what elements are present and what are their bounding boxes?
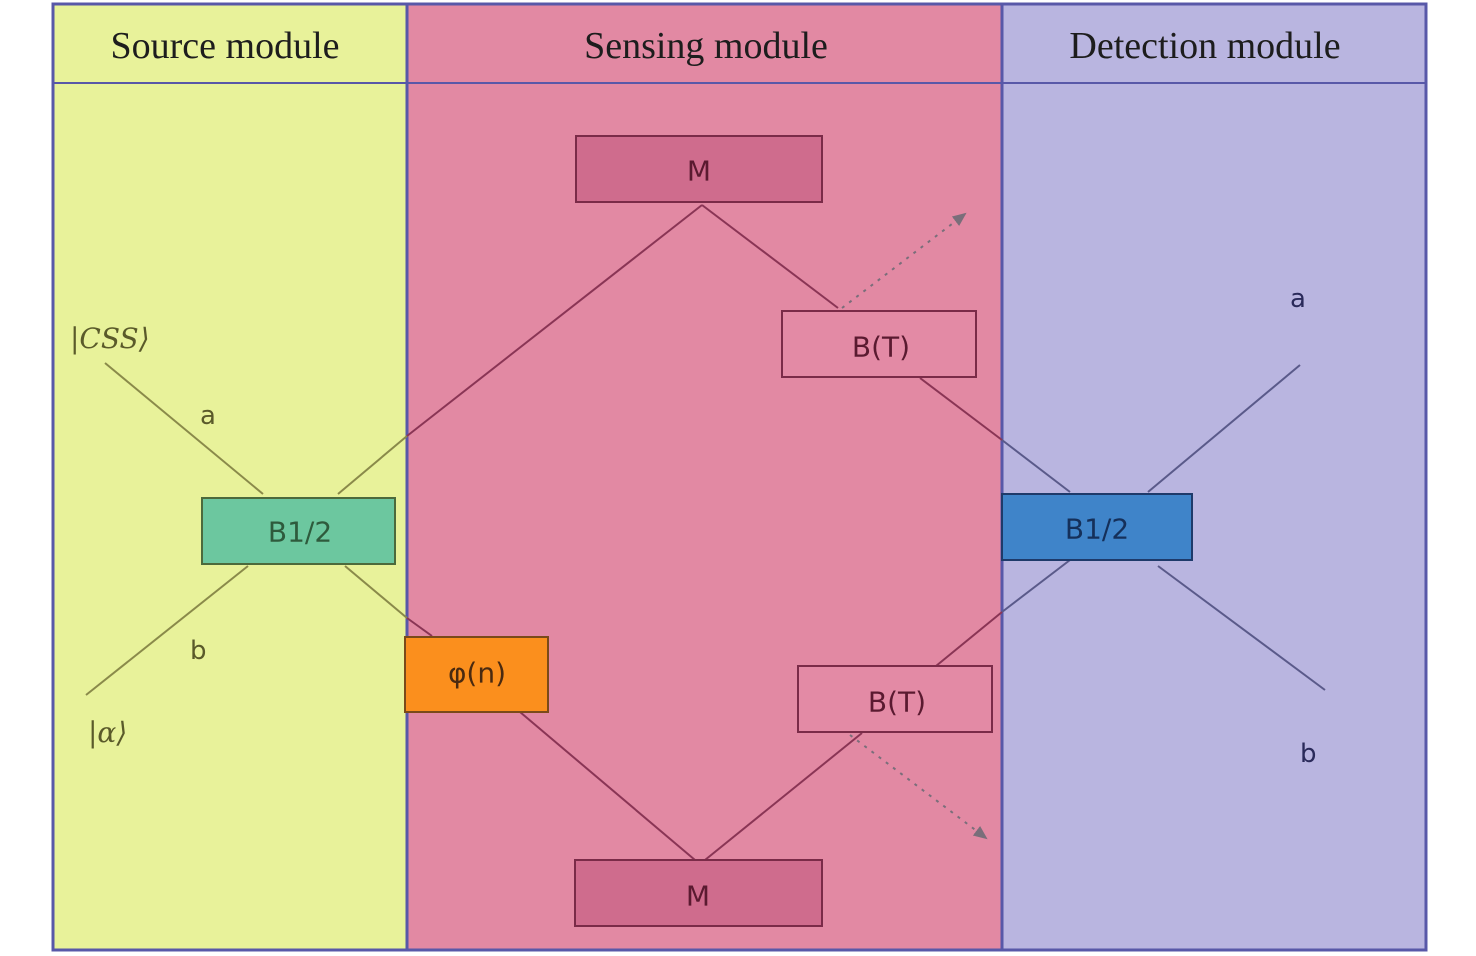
- upper-arm-detection: [1001, 439, 1071, 493]
- upper-arm-to-mirror: [406, 204, 703, 437]
- source-beamsplitter-label: B1/2: [268, 516, 332, 549]
- loss-element-top: B(T): [781, 310, 977, 378]
- mirror-bottom-label: M: [686, 880, 710, 913]
- source-port-a: a: [200, 401, 216, 431]
- sensing-module-title: Sensing module: [584, 25, 828, 67]
- phase-shifter: φ(n): [404, 636, 549, 713]
- lower-arm-to-phase: [406, 617, 433, 637]
- upper-loss-to-detector: [919, 377, 1003, 441]
- detection-beamsplitter-label: B1/2: [1065, 513, 1129, 546]
- mirror-bottom: M: [574, 859, 823, 927]
- source-port-b: b: [190, 636, 207, 666]
- detection-port-a: a: [1290, 284, 1306, 314]
- loss-element-bottom-label: B(T): [868, 686, 926, 719]
- detection-port-b: b: [1300, 739, 1317, 769]
- lower-loss-to-detector: [935, 611, 1003, 667]
- mirror-top: M: [575, 135, 823, 203]
- detection-panel: [1002, 4, 1426, 950]
- input-state-alpha: |α⟩: [88, 716, 127, 749]
- loss-element-top-label: B(T): [852, 331, 910, 364]
- mirror-top-label: M: [687, 155, 711, 188]
- source-panel: [53, 4, 407, 950]
- loss-arrow-bottom: [849, 734, 988, 840]
- detection-beamsplitter: B1/2: [1001, 493, 1193, 561]
- input-state-css: |CSS⟩: [70, 322, 150, 355]
- source-module-title: Source module: [110, 25, 339, 67]
- detection-beamsplitter-box: [1001, 493, 1193, 561]
- outer-frame: [51, 2, 1428, 952]
- phase-shifter-box: [404, 636, 549, 713]
- lower-arm-source: [344, 565, 408, 619]
- lower-mirror-to-loss: [704, 732, 863, 861]
- detection-module-title: Detection module: [1069, 25, 1340, 67]
- mirror-bottom-box: [574, 859, 823, 927]
- loss-element-top-box: [781, 310, 977, 378]
- source-beamsplitter-box: [201, 497, 396, 565]
- phase-shifter-label: φ(n): [448, 657, 506, 690]
- input-beam-b: [85, 565, 249, 696]
- loss-element-bottom-box: [797, 665, 993, 733]
- input-beam-a: [104, 362, 264, 495]
- upper-mirror-to-loss: [701, 204, 839, 309]
- loss-element-bottom: B(T): [797, 665, 993, 733]
- optical-paths: [85, 204, 1326, 861]
- upper-arm-source: [337, 435, 408, 495]
- lower-phase-to-mirror: [519, 711, 696, 861]
- source-beamsplitter: B1/2: [201, 497, 396, 565]
- mirror-top-box: [575, 135, 823, 203]
- output-beam-a: [1147, 364, 1301, 493]
- lower-arm-detection: [1001, 559, 1071, 613]
- output-beam-b: [1157, 565, 1326, 691]
